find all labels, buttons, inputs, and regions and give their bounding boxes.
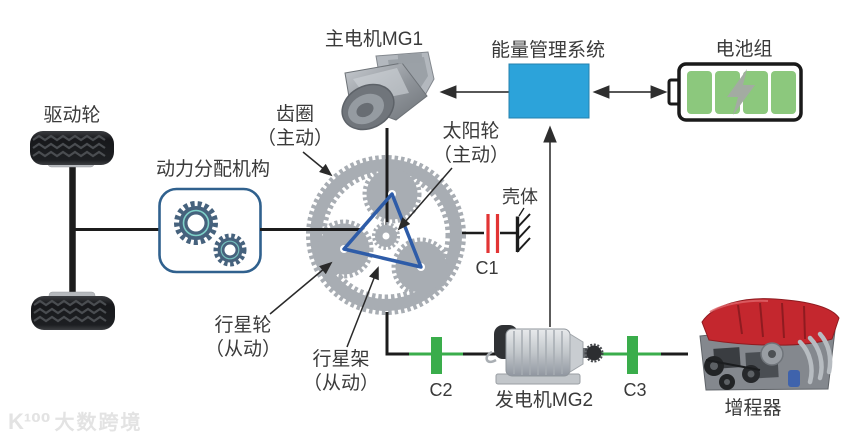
watermark-text: 大数跨境 (54, 412, 143, 434)
planetary-gearset (260, 128, 466, 315)
c2-label: C2 (429, 380, 453, 400)
ems-label: 能量管理系统 (490, 40, 606, 61)
c3-label: C3 (623, 380, 647, 400)
ems-box (508, 63, 590, 119)
engine-icon (699, 298, 840, 391)
power-split-label: 动力分配机构 (155, 159, 271, 180)
range-extender-label: 增程器 (724, 398, 782, 419)
battery-label: 电池组 (715, 39, 773, 60)
lightning-bolt-icon (727, 69, 755, 115)
battery-icon (667, 62, 803, 122)
drive-wheel-label: 驱动轮 (43, 105, 101, 126)
gears-icon (174, 201, 247, 267)
drive-axle (69, 162, 161, 299)
power-split-box (158, 187, 262, 274)
planet-gear-label: 行星轮 （从动） (204, 315, 282, 360)
sun-gear-icon (372, 222, 400, 250)
ring-gear-label: 齿圈 （主动） (256, 104, 334, 149)
leader-arrows (269, 151, 453, 348)
watermark-logo-icon: K¹⁰⁰ (8, 409, 51, 434)
main-motor-mg1-label: 主电机MG1 (324, 29, 424, 50)
mg1-motor-icon (341, 51, 435, 131)
capacitor-c1-symbol (462, 214, 517, 253)
planet-carrier-triangle (342, 192, 423, 269)
c1-label: C1 (475, 258, 499, 278)
ring-gear-leader (302, 151, 333, 177)
ground-symbol-icon (515, 207, 531, 253)
tire-bottom-icon (31, 291, 115, 330)
sun-gear-leader (397, 167, 453, 231)
housing-label: 壳体 (502, 187, 538, 207)
planet-carrier-label: 行星架 （从动） (302, 349, 380, 394)
planet-carrier-leader (346, 266, 379, 348)
sun-gear-label: 太阳轮 （主动） (432, 121, 510, 166)
tire-top-icon (30, 131, 114, 168)
electric-links (439, 85, 668, 327)
planet-gear-leader (269, 261, 333, 315)
generator-mg2-label: 发电机MG2 (494, 390, 594, 411)
mg2-generator-icon (485, 325, 604, 385)
